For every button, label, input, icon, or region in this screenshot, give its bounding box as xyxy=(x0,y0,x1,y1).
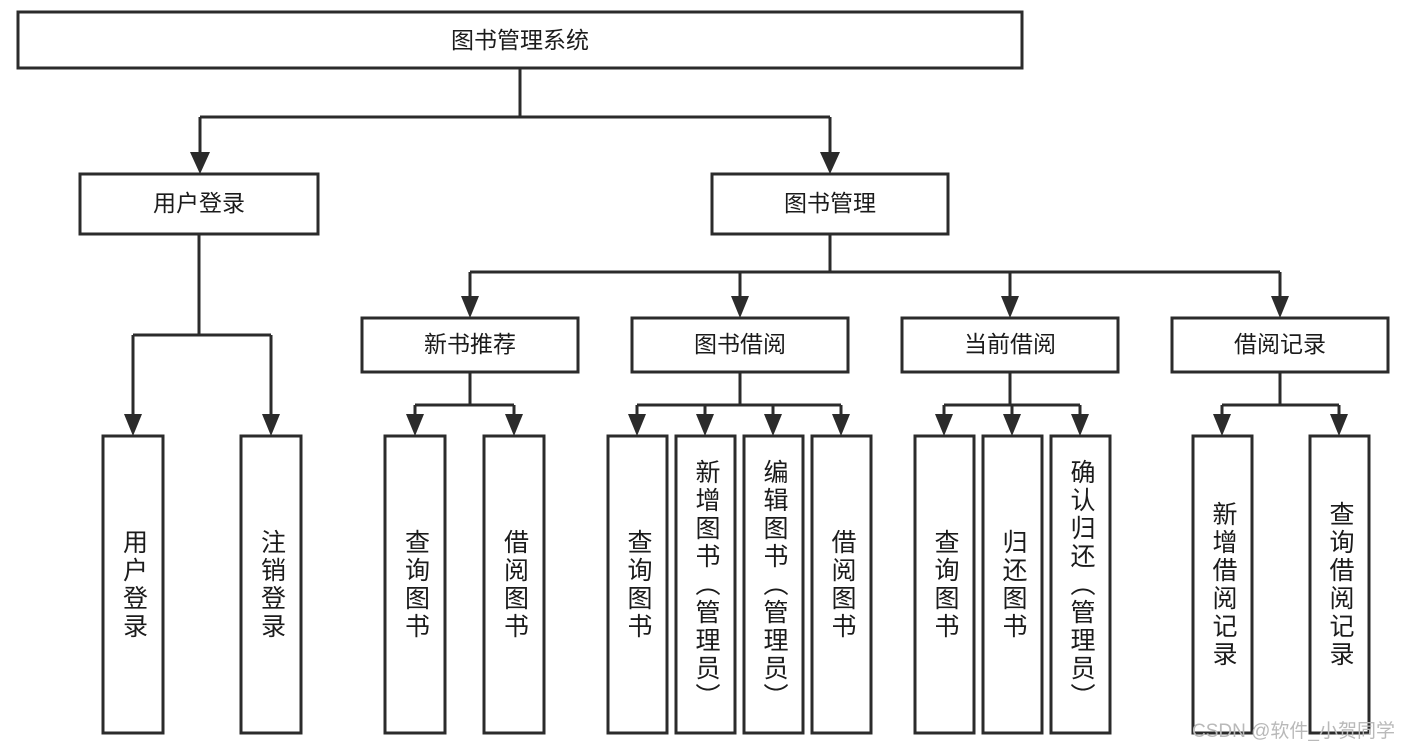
node-leaf-logout[interactable] xyxy=(239,434,303,735)
arrowhead-leaf-return-book xyxy=(1003,414,1021,436)
arrowhead-leaf-edit-book xyxy=(764,414,782,436)
node-leaf-add-record[interactable] xyxy=(1191,434,1254,735)
node-leaf-borrow-book-1[interactable] xyxy=(482,434,546,735)
node-leaf-edit-book[interactable] xyxy=(742,434,805,735)
node-user-login[interactable]: 用户登录 xyxy=(78,172,320,236)
arrowhead-leaf-logout xyxy=(262,414,280,436)
arrowhead-leaf-borrow-book-2 xyxy=(832,414,850,436)
arrowhead-leaf-query-book-3 xyxy=(935,414,953,436)
node-book-manage-label: 图书管理 xyxy=(784,190,876,216)
node-book-borrow-label: 图书借阅 xyxy=(694,331,786,357)
node-new-book-recommend[interactable]: 新书推荐 xyxy=(360,316,580,374)
arrowhead-leaf-query-record xyxy=(1330,414,1348,436)
arrowhead-leaf-add-record xyxy=(1213,414,1231,436)
arrowhead-book-borrow xyxy=(731,296,749,318)
node-root[interactable]: 图书管理系统 xyxy=(16,10,1024,70)
node-book-borrow[interactable]: 图书借阅 xyxy=(630,316,850,374)
node-borrow-record[interactable]: 借阅记录 xyxy=(1170,316,1390,374)
node-user-login-label: 用户登录 xyxy=(153,190,245,216)
arrowhead-user-login xyxy=(190,152,210,174)
arrowhead-leaf-borrow-book-1 xyxy=(505,414,523,436)
node-new-book-recommend-label: 新书推荐 xyxy=(424,331,516,357)
arrowhead-borrow-record xyxy=(1271,296,1289,318)
node-leaf-query-record[interactable] xyxy=(1308,434,1371,735)
node-leaf-return-book[interactable] xyxy=(981,434,1044,735)
arrowhead-leaf-user-login xyxy=(124,414,142,436)
watermark: CSDN @软件_小贺同学 xyxy=(1192,721,1395,742)
node-leaf-add-book[interactable] xyxy=(674,434,737,735)
node-borrow-record-label: 借阅记录 xyxy=(1234,331,1326,357)
node-leaf-user-login[interactable] xyxy=(101,434,165,735)
node-current-borrow[interactable]: 当前借阅 xyxy=(900,316,1120,374)
node-leaf-query-book-2[interactable] xyxy=(606,434,669,735)
arrowhead-leaf-query-book-2 xyxy=(628,414,646,436)
node-leaf-borrow-book-2[interactable] xyxy=(810,434,873,735)
arrowhead-leaf-query-book-1 xyxy=(406,414,424,436)
arrowhead-new-book-recommend xyxy=(461,296,479,318)
edges-layer xyxy=(124,68,1348,436)
arrowhead-current-borrow xyxy=(1001,296,1019,318)
arrowhead-leaf-confirm-return xyxy=(1071,414,1089,436)
arrowhead-book-manage xyxy=(820,152,840,174)
node-book-manage[interactable]: 图书管理 xyxy=(710,172,950,236)
node-leaf-confirm-return[interactable] xyxy=(1049,434,1112,735)
node-leaf-query-book-3[interactable] xyxy=(913,434,976,735)
node-leaf-query-book-1[interactable] xyxy=(383,434,447,735)
nodes-layer: 图书管理系统 用户登录 图书管理 新书推荐 图书借阅 当前 xyxy=(16,10,1390,735)
arrowhead-leaf-add-book xyxy=(696,414,714,436)
node-root-label: 图书管理系统 xyxy=(451,27,589,53)
node-current-borrow-label: 当前借阅 xyxy=(964,331,1056,357)
